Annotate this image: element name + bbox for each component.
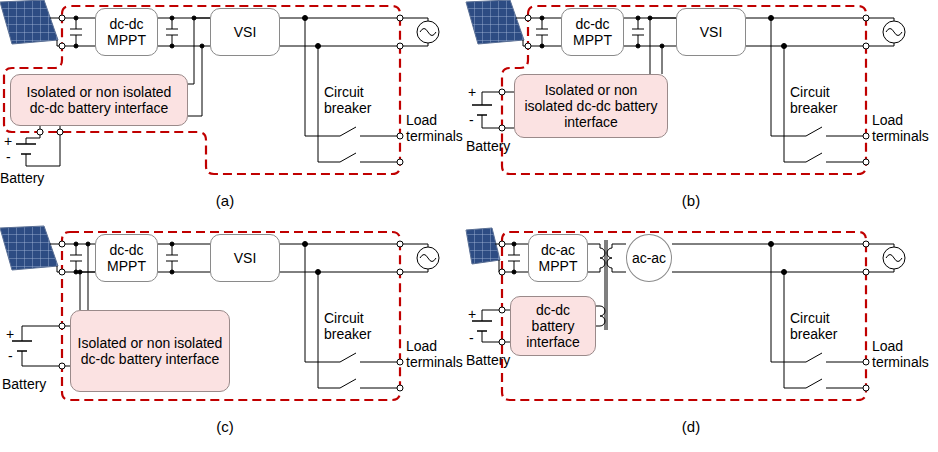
panel-c-drawing: [0, 226, 439, 400]
battery-symbol: [472, 307, 510, 345]
box-label: VSI: [234, 250, 257, 266]
polarity-sign: +: [468, 84, 480, 100]
load-terminals-label: Load terminals: [872, 338, 934, 370]
box-label: dc-ac MPPT: [533, 242, 583, 274]
wire-connector: [80, 272, 95, 310]
panel-a-drawing: [0, 0, 439, 174]
panel-letter: (c): [205, 418, 245, 435]
pv-input-and-transformer: [466, 228, 746, 330]
converter-box: dc-dc MPPT: [95, 8, 158, 56]
box-label: VSI: [234, 24, 257, 40]
load-terminals-label: Load terminals: [406, 338, 468, 370]
box-label: dc-dc MPPT: [100, 242, 153, 274]
converter-box: VSI: [210, 8, 280, 56]
breaker-label: Circuit breaker: [790, 84, 862, 116]
converter-boundary: [62, 232, 400, 400]
battery-interface-box: Isolated or non isolated dc-dc battery i…: [10, 74, 188, 126]
breaker-label: Circuit breaker: [324, 84, 396, 116]
polarity-sign: +: [4, 133, 16, 149]
box-label: ac-ac: [632, 250, 666, 266]
panel-letter: (d): [671, 418, 711, 435]
panel-d-drawing: [466, 228, 905, 400]
wire-connector: [650, 18, 676, 74]
battery-label: Battery: [2, 376, 62, 392]
polarity-sign: -: [469, 112, 481, 128]
box-label: Isolated or non isolated dc-dc battery i…: [75, 335, 225, 367]
converter-box: dc-dc MPPT: [561, 8, 624, 56]
polarity-sign: -: [469, 330, 481, 346]
converter-box: VSI: [210, 234, 280, 282]
load-terminals-label: Load terminals: [406, 112, 468, 144]
battery-interface-box: dc-dc battery interface: [510, 296, 596, 356]
box-label: Isolated or non isolated dc-dc battery i…: [15, 84, 183, 116]
converter-boundary: [502, 6, 866, 174]
converter-boundary: [4, 6, 400, 174]
box-label: dc-dc MPPT: [100, 16, 153, 48]
box-label: dc-dc MPPT: [566, 16, 619, 48]
battery-label: Battery: [466, 352, 526, 368]
polarity-sign: +: [468, 306, 480, 322]
converter-box: ac-ac: [626, 234, 672, 282]
converter-boundary: [502, 232, 866, 400]
battery-interface-box: Isolated or non isolated dc-dc battery i…: [514, 74, 668, 138]
polarity-sign: -: [8, 348, 20, 364]
converter-box: dc-ac MPPT: [528, 234, 588, 282]
panel-letter: (b): [671, 192, 711, 209]
polarity-sign: +: [6, 326, 18, 342]
box-label: VSI: [700, 24, 723, 40]
battery-label: Battery: [466, 138, 526, 154]
polarity-sign: -: [6, 149, 18, 165]
box-label: Isolated or non isolated dc-dc battery i…: [519, 82, 663, 130]
wire-connector: [158, 244, 210, 245]
battery-interface-box: Isolated or non isolated dc-dc battery i…: [70, 310, 230, 392]
converter-box: dc-dc MPPT: [95, 234, 158, 282]
box-label: dc-dc battery interface: [515, 302, 591, 350]
breaker-label: Circuit breaker: [324, 310, 396, 342]
breaker-label: Circuit breaker: [790, 310, 862, 342]
panel-letter: (a): [205, 192, 245, 209]
converter-box: VSI: [676, 8, 746, 56]
load-terminals-label: Load terminals: [872, 112, 934, 144]
battery-label: Battery: [0, 170, 60, 186]
panel-b-drawing: [466, 0, 905, 174]
wire-connector: [188, 18, 210, 84]
